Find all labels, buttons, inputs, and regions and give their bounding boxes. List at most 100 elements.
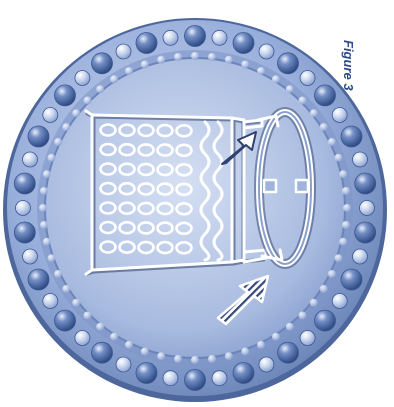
inner-rim-bead: [224, 352, 233, 361]
inner-rim-bead: [271, 332, 280, 341]
rim-bead: [354, 221, 377, 244]
inner-rim-bead: [257, 340, 265, 349]
rack-slot: [175, 241, 193, 255]
rack-slot: [175, 182, 193, 197]
rack-slot: [156, 143, 174, 157]
inner-rim-bead: [42, 237, 51, 246]
inner-rim-bead: [208, 355, 216, 363]
rim-bead: [22, 151, 38, 168]
rack-slot: [118, 162, 136, 176]
inner-rim-bead: [298, 96, 307, 105]
rim-bead: [54, 309, 76, 332]
rack-slot: [156, 201, 174, 216]
inner-rim-bead: [241, 347, 250, 356]
inner-rim-bead: [271, 75, 280, 84]
rim-bead: [15, 200, 31, 216]
rack-slot: [99, 123, 117, 137]
rim-bead: [211, 370, 228, 387]
rim-bead: [74, 70, 91, 86]
rim-bead: [352, 151, 368, 168]
rim-bead: [340, 125, 363, 148]
inner-rim-bead: [174, 355, 182, 363]
rack-and-frame-assembly-icon: [84, 107, 316, 276]
rack-slot: [137, 162, 155, 177]
rim-bead: [314, 309, 336, 332]
rack-slot: [156, 123, 174, 138]
rack-slot: [137, 123, 155, 138]
inner-rim-bead: [140, 347, 149, 356]
rack-slot: [118, 123, 136, 137]
rack-slot: [99, 201, 117, 215]
inner-rim-bead: [342, 221, 350, 229]
rim-bead: [54, 84, 76, 107]
inner-rim-bead: [125, 67, 133, 76]
rim-bead: [162, 29, 179, 46]
inner-rim-bead: [174, 53, 182, 61]
inner-rim-bead: [342, 187, 350, 195]
rim-bead: [299, 330, 316, 346]
rim-bead: [340, 268, 363, 291]
inner-rim-bead: [47, 153, 56, 162]
inner-rim-bead: [47, 254, 56, 263]
inner-rim-bead: [110, 75, 119, 84]
inner-rim-bead: [191, 356, 199, 364]
rim-bead: [13, 172, 36, 195]
rim-bead: [258, 356, 275, 373]
rack-slot: [137, 182, 155, 196]
rack-slot: [118, 220, 136, 235]
rim-bead: [13, 221, 36, 244]
rim-bead: [91, 341, 113, 364]
rim-bead: [258, 43, 275, 60]
inner-rim-bead: [257, 67, 265, 76]
inner-rim-bead: [83, 311, 92, 320]
inner-rim-bead: [334, 153, 343, 162]
rim-bead: [359, 200, 375, 216]
rim-bead: [135, 32, 158, 54]
inner-rim-bead: [339, 170, 348, 179]
rim-bead: [91, 52, 113, 75]
inner-rim-bead: [319, 123, 328, 132]
rack-slot: [175, 124, 193, 138]
rim-bead: [352, 248, 368, 265]
rack-slot: [118, 142, 136, 157]
rack-slot: [137, 240, 155, 255]
rim-bead: [277, 52, 299, 75]
ring-frame-icon: [254, 107, 316, 269]
inner-rim-bead: [224, 55, 233, 64]
rack-slot: [118, 181, 136, 196]
plate: [3, 18, 387, 402]
inner-rim-bead: [54, 270, 63, 278]
rack-slot: [175, 221, 193, 236]
rack-slot: [156, 182, 174, 196]
inner-rim-bead: [40, 187, 48, 195]
rack-slot: [118, 240, 136, 254]
inner-rim-bead: [298, 311, 307, 320]
rim-bead: [22, 248, 38, 265]
rack-slot: [99, 240, 117, 254]
inner-rim-bead: [309, 109, 318, 118]
beaded-rim: [13, 25, 377, 391]
inner-rim-bead: [208, 53, 216, 61]
inner-rim-bead: [140, 60, 149, 69]
rim-bead: [314, 84, 336, 107]
rim-bead: [277, 341, 299, 364]
inner-rim-bead: [83, 96, 92, 105]
inner-rim-bead: [339, 237, 348, 246]
rack-slot: [99, 142, 117, 157]
inner-rim-bead: [241, 60, 250, 69]
inner-rim-bead: [309, 298, 318, 307]
inner-rim-bead: [327, 138, 336, 146]
rim-bead: [135, 362, 158, 384]
rim-bead: [184, 369, 206, 391]
inner-rim-bead: [343, 204, 351, 212]
inner-rim-bead: [42, 170, 51, 179]
rack-icon: [84, 109, 268, 276]
rack-slot: [118, 201, 136, 215]
upper-arrow-icon: [221, 131, 257, 165]
inner-rim-bead: [62, 123, 71, 132]
inner-rim-bead: [125, 340, 133, 349]
rack-slot: [156, 221, 174, 235]
inner-rim-bead: [157, 352, 166, 361]
rack-slot: [137, 221, 155, 235]
rim-bead: [331, 293, 348, 309]
